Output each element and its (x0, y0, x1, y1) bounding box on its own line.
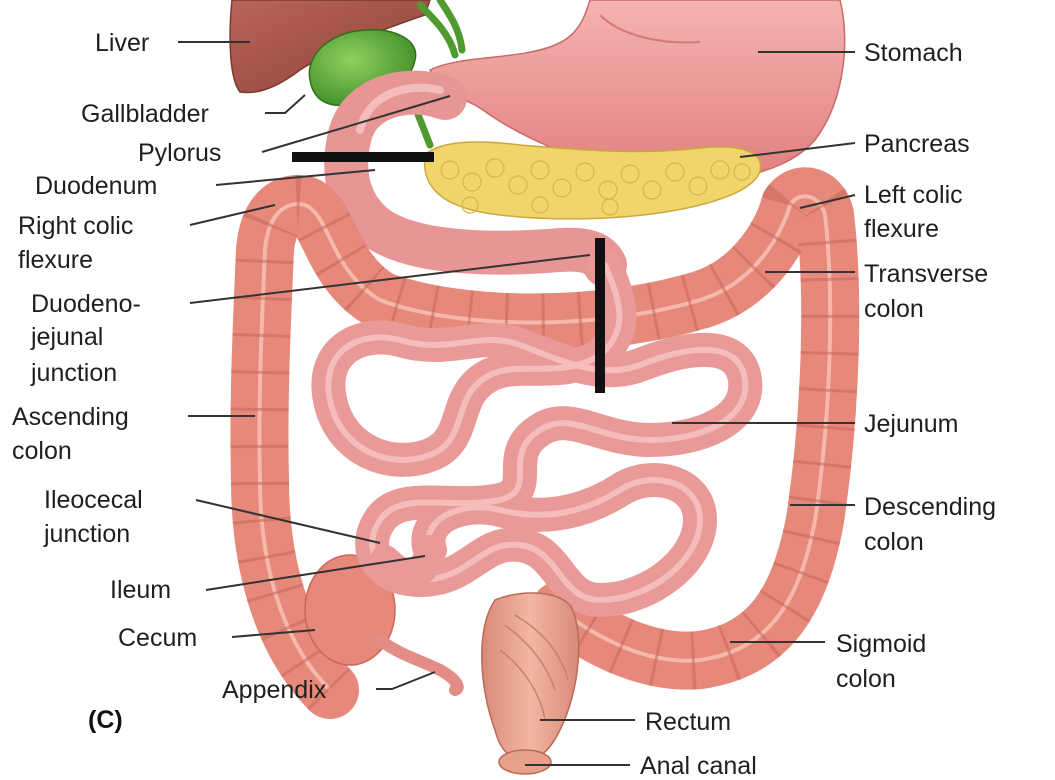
label-pancreas: Pancreas (864, 130, 970, 158)
label-right-colic-flexure-line1: Right colic (18, 212, 133, 240)
label-stomach: Stomach (864, 39, 963, 67)
pancreas-shape (425, 142, 761, 219)
label-ileum: Ileum (110, 576, 171, 604)
label-pylorus: Pylorus (138, 139, 221, 167)
label-ileocecal-line2: junction (43, 520, 130, 548)
label-jejunum: Jejunum (864, 410, 959, 438)
label-anal-canal: Anal canal (640, 752, 757, 780)
label-transverse-colon-line1: Transverse (864, 260, 988, 288)
label-gallbladder: Gallbladder (81, 100, 209, 128)
panel-label: (C) (88, 706, 123, 734)
label-ascending-colon-line2: colon (12, 437, 72, 465)
label-ileocecal-line1: Ileocecal (44, 486, 143, 514)
label-duodenum: Duodenum (35, 172, 157, 200)
label-cecum: Cecum (118, 624, 197, 652)
rectum-shape (482, 593, 579, 760)
ileum-shape (385, 550, 430, 574)
label-sigmoid-colon-line1: Sigmoid (836, 630, 926, 658)
anal-canal-shape (499, 750, 551, 774)
label-right-colic-flexure-line2: flexure (18, 246, 93, 274)
label-left-colic-flexure-line1: Left colic (864, 181, 963, 209)
label-descending-colon-line1: Descending (864, 493, 996, 521)
label-duodenojejunal-line3: junction (30, 359, 117, 387)
label-left-colic-flexure-line2: flexure (864, 215, 939, 243)
label-sigmoid-colon-line2: colon (836, 665, 896, 693)
label-appendix: Appendix (222, 676, 327, 704)
label-ascending-colon-line1: Ascending (12, 403, 129, 431)
label-transverse-colon-line2: colon (864, 295, 924, 323)
label-descending-colon-line2: colon (864, 528, 924, 556)
appendix-shape (380, 640, 458, 690)
label-duodenojejunal-line2: jejunal (30, 323, 103, 351)
label-liver: Liver (95, 29, 149, 57)
label-duodenojejunal-line1: Duodeno- (31, 290, 141, 318)
label-rectum: Rectum (645, 708, 731, 736)
